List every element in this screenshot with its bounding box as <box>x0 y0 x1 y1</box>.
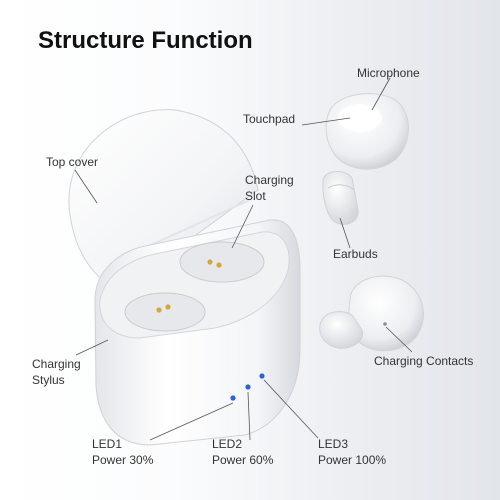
page-title: Structure Function <box>38 27 253 54</box>
label-charging-slot-line1: Charging <box>245 173 294 187</box>
charging-pin <box>216 262 222 268</box>
label-led3-name: LED3 <box>318 437 349 451</box>
label-charging-stylus: Charging Stylus <box>32 356 81 388</box>
label-earbuds: Earbuds <box>333 247 378 261</box>
led3-dot <box>259 373 265 379</box>
earbud-bottom-tip <box>319 311 364 349</box>
charging-pin <box>207 259 213 265</box>
charging-pin <box>156 307 162 313</box>
charging-contact <box>383 322 387 326</box>
label-led2: LED2 Power 60% <box>212 436 273 468</box>
label-led3: LED3 Power 100% <box>318 436 386 468</box>
led1-dot <box>230 395 236 401</box>
charging-pin <box>165 304 171 310</box>
label-led2-power: Power 60% <box>212 453 274 467</box>
label-top-cover: Top cover <box>46 155 99 169</box>
label-led1-name: LED1 <box>92 437 123 451</box>
charging-slot-right <box>179 241 265 283</box>
label-led1-power: Power 30% <box>92 453 154 467</box>
label-led1: LED1 Power 30% <box>92 436 153 468</box>
label-charging-stylus-line2: Stylus <box>32 373 65 387</box>
label-led2-name: LED2 <box>212 437 243 451</box>
label-touchpad: Touchpad <box>243 112 296 126</box>
earbud-top-tip <box>322 171 359 225</box>
charging-slot-left <box>124 292 206 332</box>
label-charging-stylus-line1: Charging <box>32 357 81 371</box>
led2-dot <box>245 384 251 390</box>
label-microphone: Microphone <box>357 66 420 80</box>
label-charging-slot-line2: Slot <box>245 189 266 203</box>
label-charging-contacts: Charging Contacts <box>374 354 474 368</box>
leader-lines <box>74 77 413 441</box>
label-led3-power: Power 100% <box>318 453 387 467</box>
case-top-cover <box>68 109 259 291</box>
label-charging-slot: Charging Slot <box>245 172 294 204</box>
